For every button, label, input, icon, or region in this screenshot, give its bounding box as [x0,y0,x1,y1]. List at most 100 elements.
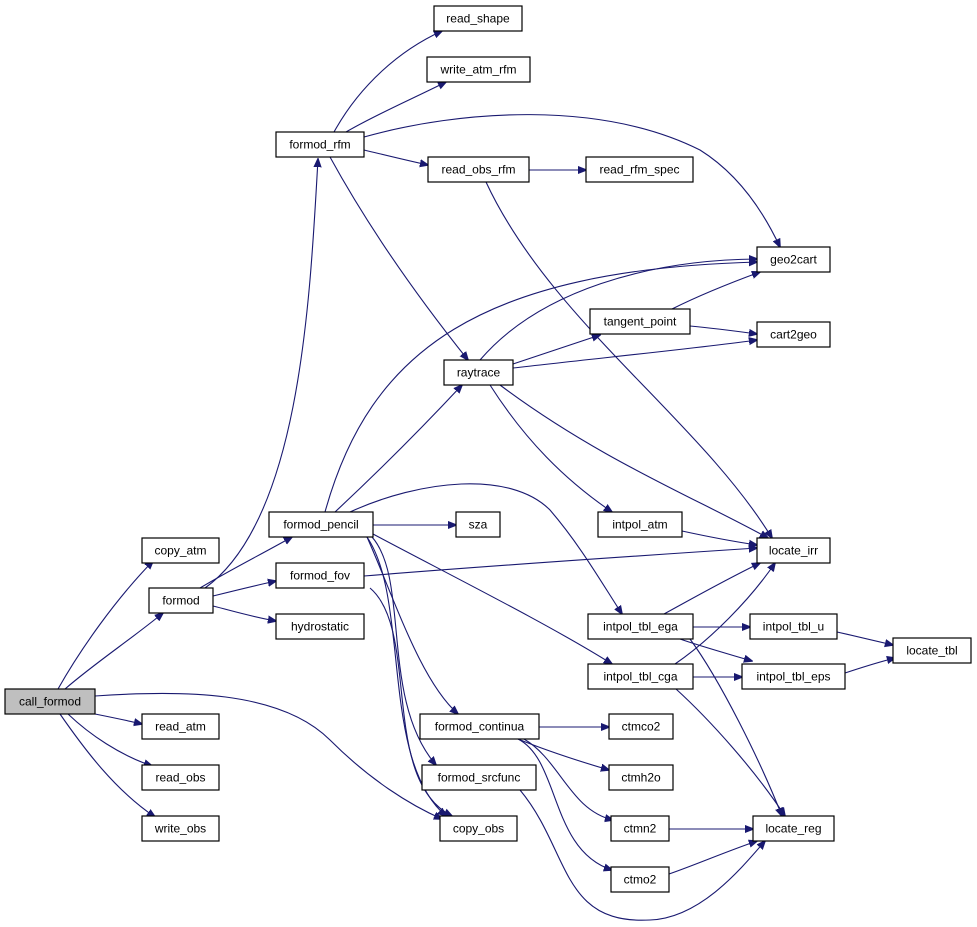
node-box[interactable] [589,308,691,335]
edge-intpol-atm-to-locate-irr [681,530,757,545]
node-box[interactable] [587,663,694,690]
edge-line [94,713,142,724]
node-read-rfm-spec[interactable]: read_rfm_spec [585,156,694,183]
node-ctmo2[interactable]: ctmo2 [610,866,670,893]
node-intpol-atm[interactable]: intpol_atm [597,511,683,538]
edge-intpol-tbl-cga-to-locate-reg [675,688,785,816]
node-read-obs[interactable]: read_obs [141,764,220,791]
node-label: ctmh2o [621,771,661,785]
node-read-shape[interactable]: read_shape [433,5,523,32]
node-formod-fov[interactable]: formod_fov [275,562,365,589]
node-box[interactable] [439,815,518,842]
node-box[interactable] [443,359,514,386]
edge-raytrace-to-locate-irr [499,384,768,538]
edge-call-formod-to-write-obs [59,713,155,817]
edge-line [369,587,452,816]
node-locate-tbl[interactable]: locate_tbl [892,637,972,664]
node-box[interactable] [756,246,831,273]
node-box[interactable] [749,613,838,640]
edge-raytrace-to-cart2geo [512,340,757,369]
node-copy-atm[interactable]: copy_atm [141,537,220,564]
node-box[interactable] [148,587,214,614]
node-read-obs-rfm[interactable]: read_obs_rfm [427,156,530,183]
edge-formod-to-formod-rfm [204,159,318,589]
edge-line [57,561,153,690]
node-formod-continua[interactable]: formod_continua [419,713,540,740]
edge-intpol-tbl-ega-to-locate-irr [663,563,760,615]
edge-line [519,789,765,921]
node-formod[interactable]: formod [148,587,214,614]
node-box[interactable] [741,663,846,690]
node-box[interactable] [455,511,501,538]
node-box[interactable] [608,713,674,740]
node-label: intpol_tbl_ega [603,620,678,634]
node-label: intpol_tbl_cga [603,670,677,684]
node-box[interactable] [587,613,694,640]
edge-formod-fov-to-locate-irr [363,548,757,577]
node-intpol-tbl-ega[interactable]: intpol_tbl_ega [587,613,694,640]
node-formod-pencil[interactable]: formod_pencil [268,511,374,538]
node-box[interactable] [597,511,683,538]
node-box[interactable] [275,613,365,640]
node-formod-srcfunc[interactable]: formod_srcfunc [421,764,537,791]
node-box[interactable] [610,866,670,893]
node-box[interactable] [610,815,670,842]
edge-line [517,738,612,870]
node-label: locate_reg [765,822,821,836]
node-box[interactable] [426,56,531,83]
node-box[interactable] [141,815,220,842]
node-box[interactable] [275,562,365,589]
edge-formod-pencil-to-intpol-tbl-ega [349,483,622,614]
node-label: copy_atm [154,544,206,558]
node-label: read_shape [446,12,510,26]
node-box[interactable] [268,511,374,538]
node-tangent-point[interactable]: tangent_point [589,308,691,335]
node-write-obs[interactable]: write_obs [141,815,220,842]
node-box[interactable] [4,688,96,715]
node-raytrace[interactable]: raytrace [443,359,514,386]
node-box[interactable] [141,764,220,791]
edge-formod-rfm-to-read-obs-rfm [363,149,428,165]
edge-formod-to-formod-pencil [199,537,292,589]
node-box[interactable] [275,131,365,158]
node-ctmn2[interactable]: ctmn2 [610,815,670,842]
node-box[interactable] [427,156,530,183]
node-box[interactable] [608,764,674,791]
edge-formod-continua-to-ctmo2 [517,738,612,870]
node-locate-reg[interactable]: locate_reg [752,815,835,842]
edge-call-formod-to-copy-obs [94,692,442,819]
node-copy-obs[interactable]: copy_obs [439,815,518,842]
node-box[interactable] [419,713,540,740]
edge-formod-rfm-to-raytrace [329,156,468,360]
node-locate-irr[interactable]: locate_irr [756,537,831,564]
edge-line [204,159,318,589]
node-write-atm-rfm[interactable]: write_atm_rfm [426,56,531,83]
node-geo2cart[interactable]: geo2cart [756,246,831,273]
node-cart2geo[interactable]: cart2geo [756,321,831,348]
edge-tangent-point-to-cart2geo [689,325,757,334]
node-ctmco2[interactable]: ctmco2 [608,713,674,740]
node-ctmh2o[interactable]: ctmh2o [608,764,674,791]
node-read-atm[interactable]: read_atm [141,713,220,740]
node-box[interactable] [141,713,220,740]
node-label: raytrace [457,366,501,380]
node-box[interactable] [892,637,972,664]
edge-tangent-point-to-geo2cart [671,272,760,310]
node-label: sza [469,518,488,532]
node-sza[interactable]: sza [455,511,501,538]
node-intpol-tbl-eps[interactable]: intpol_tbl_eps [741,663,846,690]
node-intpol-tbl-u[interactable]: intpol_tbl_u [749,613,838,640]
edge-formod-pencil-to-intpol-tbl-cga [372,533,612,664]
node-call-formod[interactable]: call_formod [4,688,96,715]
node-box[interactable] [752,815,835,842]
node-box[interactable] [585,156,694,183]
node-box[interactable] [141,537,220,564]
edge-intpol-tbl-ega-to-intpol-tbl-eps [679,638,752,661]
node-intpol-tbl-cga[interactable]: intpol_tbl_cga [587,663,694,690]
node-box[interactable] [756,321,831,348]
node-box[interactable] [421,764,537,791]
node-formod-rfm[interactable]: formod_rfm [275,131,365,158]
node-box[interactable] [756,537,831,564]
node-hydrostatic[interactable]: hydrostatic [275,613,365,640]
node-box[interactable] [433,5,523,32]
